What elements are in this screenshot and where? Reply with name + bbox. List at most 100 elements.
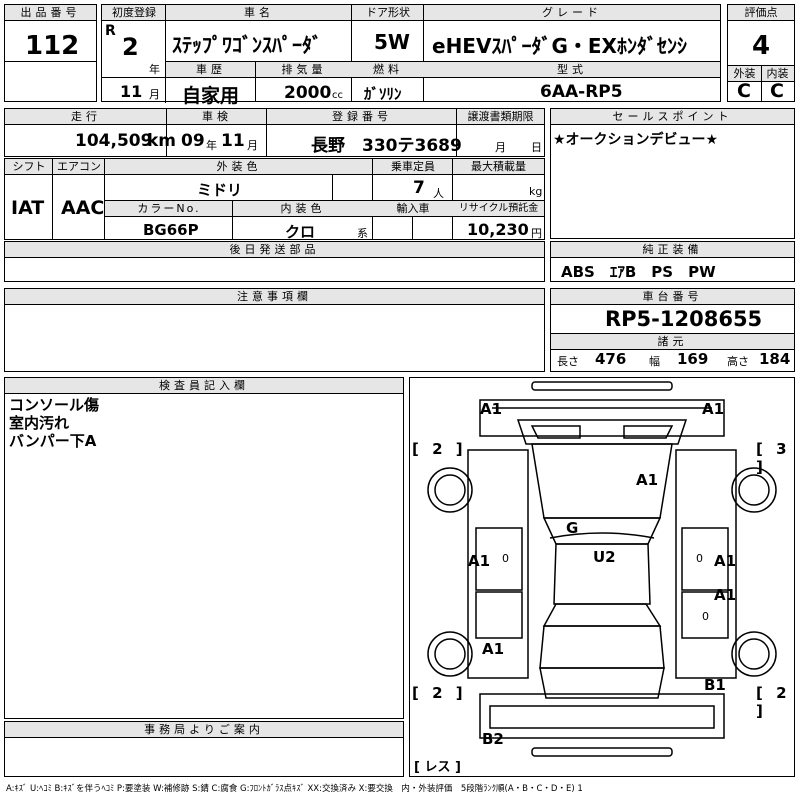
- bracket-front-left: [ 2 ]: [412, 440, 467, 458]
- row2: 走行 車検 登録番号 譲渡書類期限 104,509 km 09 年 11 月 長…: [4, 108, 545, 157]
- door-zero-right: 0: [696, 552, 703, 565]
- specs-label: 諸元: [551, 334, 794, 350]
- recycle-unit: 円: [531, 227, 542, 240]
- later-parts-label: 後日発送部品: [5, 242, 544, 258]
- inspection-month-unit: 月: [247, 139, 258, 152]
- row3: シフト エアコン 外装色 乗車定員 最大積載量 IAT AAC ミドリ 7 人 …: [4, 158, 545, 241]
- max-load-label: 最大積載量: [453, 159, 544, 175]
- later-parts-box: 後日発送部品: [4, 241, 545, 282]
- grade-label: グレード: [424, 5, 720, 21]
- car-diagram: [427, 381, 777, 757]
- bracket-rear-right: [ 2 ]: [756, 684, 791, 720]
- inspector-note: 室内汚れ: [9, 414, 70, 432]
- lot-number: 112: [25, 31, 80, 61]
- displacement: 2000: [284, 83, 332, 103]
- mark-left-rear: A1: [482, 640, 505, 658]
- inspector-box: 検査員記入欄 コンソール傷 室内汚れ バンパー下A: [4, 377, 404, 719]
- shift: IAT: [11, 197, 45, 219]
- first-reg-era: R: [105, 23, 116, 39]
- inspector-label: 検査員記入欄: [5, 378, 403, 394]
- first-reg-year-unit: 年: [149, 63, 160, 76]
- transfer-month-unit: 月: [495, 141, 506, 154]
- sales-point: ★オークションデビュー★: [553, 132, 719, 148]
- bracket-rear-left: [ 2 ]: [412, 684, 467, 702]
- chassis-box: 車台番号 RP5-1208655 諸元 長さ 476 幅 169 高さ 184: [550, 288, 795, 372]
- ac-label: エアコン: [53, 159, 105, 175]
- ext-color-label: 外装色: [105, 159, 373, 175]
- car-name: ｽﾃｯﾌﾟﾜｺﾞﾝｽﾊﾟｰﾀﾞ: [172, 33, 322, 57]
- lot-label: 出品番号: [5, 5, 96, 21]
- grade: eHEVｽﾊﾟｰﾀﾞG・EXﾎﾝﾀﾞｾﾝｼ: [432, 34, 687, 58]
- inspection-year: 09: [181, 131, 205, 151]
- transfer-label: 譲渡書類期限: [457, 109, 544, 125]
- mileage: 104,509: [75, 131, 153, 151]
- history: 自家用: [182, 85, 240, 107]
- car-name-label: 車名: [166, 5, 352, 21]
- model: 6AA-RP5: [540, 82, 623, 102]
- capacity: 7: [413, 178, 425, 198]
- exterior-grade: C: [737, 80, 751, 102]
- int-color-label: 内装色: [233, 201, 373, 217]
- score: 4: [752, 31, 771, 61]
- max-load-unit: kg: [529, 185, 543, 198]
- width-label: 幅: [649, 355, 660, 368]
- exterior-label: 外装: [728, 66, 761, 82]
- equipment-box: 純正装備 ABS ｴｱB PS PW: [550, 241, 795, 282]
- mark-front-left: A1: [480, 400, 503, 418]
- transfer-day-unit: 日: [531, 141, 542, 154]
- inspector-note: コンソール傷: [9, 396, 100, 414]
- bracket-front-right: [ 3 ]: [756, 440, 791, 476]
- width: 169: [677, 350, 709, 368]
- vehicle-header: 初度登録 車名 ドア形状 グレード R 2 年 11 月 ｽﾃｯﾌﾟﾜｺﾞﾝｽﾊ…: [101, 4, 721, 107]
- displacement-label: 排気量: [256, 62, 352, 78]
- recycle-fee: 10,230: [467, 220, 529, 239]
- caution-label: 注意事項欄: [5, 289, 544, 305]
- interior-label: 内装: [761, 66, 794, 82]
- damage-diagram: A1 A1 A1 G U2 A1 A1 A1 A1 B1 B2 0 0 0 [ …: [409, 377, 795, 777]
- chassis-number: RP5-1208655: [605, 307, 763, 331]
- mileage-label: 走行: [5, 109, 167, 125]
- capacity-unit: 人: [433, 187, 444, 200]
- import-label: 輸入車: [373, 201, 453, 217]
- height-label: 高さ: [727, 355, 749, 368]
- fuel-label: 燃料: [352, 62, 424, 78]
- ac: AAC: [61, 197, 105, 219]
- mark-right-rear-door: A1: [714, 586, 737, 604]
- mark-rear-bumper: B2: [482, 730, 504, 748]
- sales-point-box: セールスポイント ★オークションデビュー★: [550, 108, 795, 239]
- door-zero-left: 0: [502, 552, 509, 565]
- displacement-unit: cc: [332, 90, 343, 101]
- history-label: 車歴: [166, 62, 256, 78]
- registration-label: 登録番号: [267, 109, 457, 125]
- first-reg-year: 2: [122, 33, 139, 61]
- chassis-label: 車台番号: [551, 289, 794, 305]
- first-reg-month: 11: [120, 82, 143, 101]
- fuel: ｶﾞｿﾘﾝ: [364, 85, 402, 103]
- office-label: 事務局よりご案内: [5, 722, 403, 738]
- registration-number: 長野 330テ3689: [311, 136, 462, 156]
- int-color: クロ: [285, 223, 316, 241]
- recycle-label: リサイクル預託金: [453, 201, 544, 217]
- mark-windshield: G: [566, 519, 579, 537]
- rear-zero-right: 0: [702, 610, 709, 623]
- sales-point-label: セールスポイント: [551, 109, 794, 125]
- color-no: BG66P: [143, 221, 199, 239]
- first-reg-month-unit: 月: [149, 88, 160, 101]
- color-no-label: カラーNo.: [105, 201, 233, 217]
- caution-box: 注意事項欄: [4, 288, 545, 372]
- equipment: ABS ｴｱB PS PW: [561, 263, 716, 281]
- door-type: 5W: [374, 30, 410, 54]
- spare-tire: [ レス ]: [414, 760, 461, 775]
- mark-right-front-door: A1: [714, 552, 737, 570]
- inspection-month: 11: [221, 131, 245, 151]
- mark-right-rear-quarter: B1: [704, 676, 726, 694]
- int-color-unit: 系: [357, 227, 368, 240]
- inspection-label: 車検: [167, 109, 267, 125]
- shift-label: シフト: [5, 159, 53, 175]
- office-box: 事務局よりご案内: [4, 721, 404, 777]
- mark-roof: U2: [593, 548, 616, 566]
- mileage-unit: km: [147, 131, 177, 151]
- capacity-label: 乗車定員: [373, 159, 453, 175]
- score-label: 評価点: [728, 5, 794, 21]
- first-reg-label: 初度登録: [102, 5, 166, 21]
